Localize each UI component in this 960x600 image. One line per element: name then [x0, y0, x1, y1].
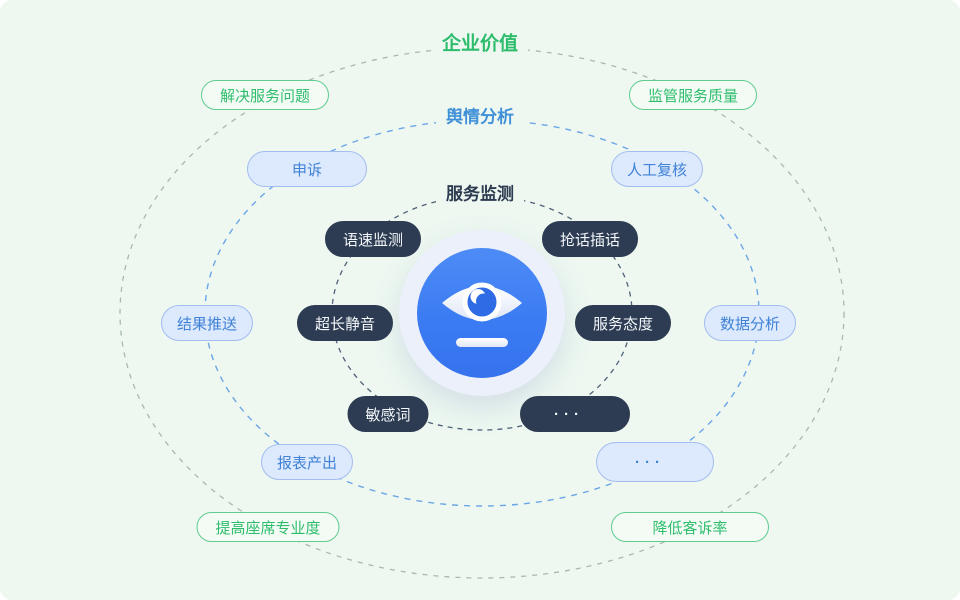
inner-ring-node-more: ···	[520, 396, 630, 432]
center-hub	[399, 230, 565, 396]
inner-ring-node: 语速监测	[324, 221, 422, 257]
middle-ring-node: 人工复核	[610, 151, 704, 187]
middle-ring-node: 数据分析	[703, 305, 797, 341]
outer-ring-node: 降低客诉率	[611, 512, 769, 542]
outer-ring-node: 监管服务质量	[628, 80, 758, 110]
middle-ring-node: 结果推送	[160, 305, 254, 341]
outer-ring-node: 解决服务问题	[200, 80, 330, 110]
inner-ring-node: 超长静音	[296, 305, 394, 341]
middle-ring-node: 申诉	[247, 151, 367, 187]
ring-title-enterprise-value: 企业价值	[431, 26, 529, 58]
middle-ring-node-more: ···	[596, 442, 714, 482]
outer-ring-node: 提高座席专业度	[196, 512, 340, 542]
inner-ring-node: 抢话插话	[541, 221, 639, 257]
ring-title-sentiment-analysis: 舆情分析	[436, 100, 524, 130]
middle-ring-node: 报表产出	[260, 444, 354, 480]
inner-ring-node: 敏感词	[347, 396, 429, 432]
inner-ring-node: 服务态度	[574, 305, 672, 341]
ring-title-service-monitoring: 服务监测	[436, 177, 524, 207]
center-hub-circle	[417, 248, 547, 378]
eye-monitor-icon	[442, 282, 522, 347]
